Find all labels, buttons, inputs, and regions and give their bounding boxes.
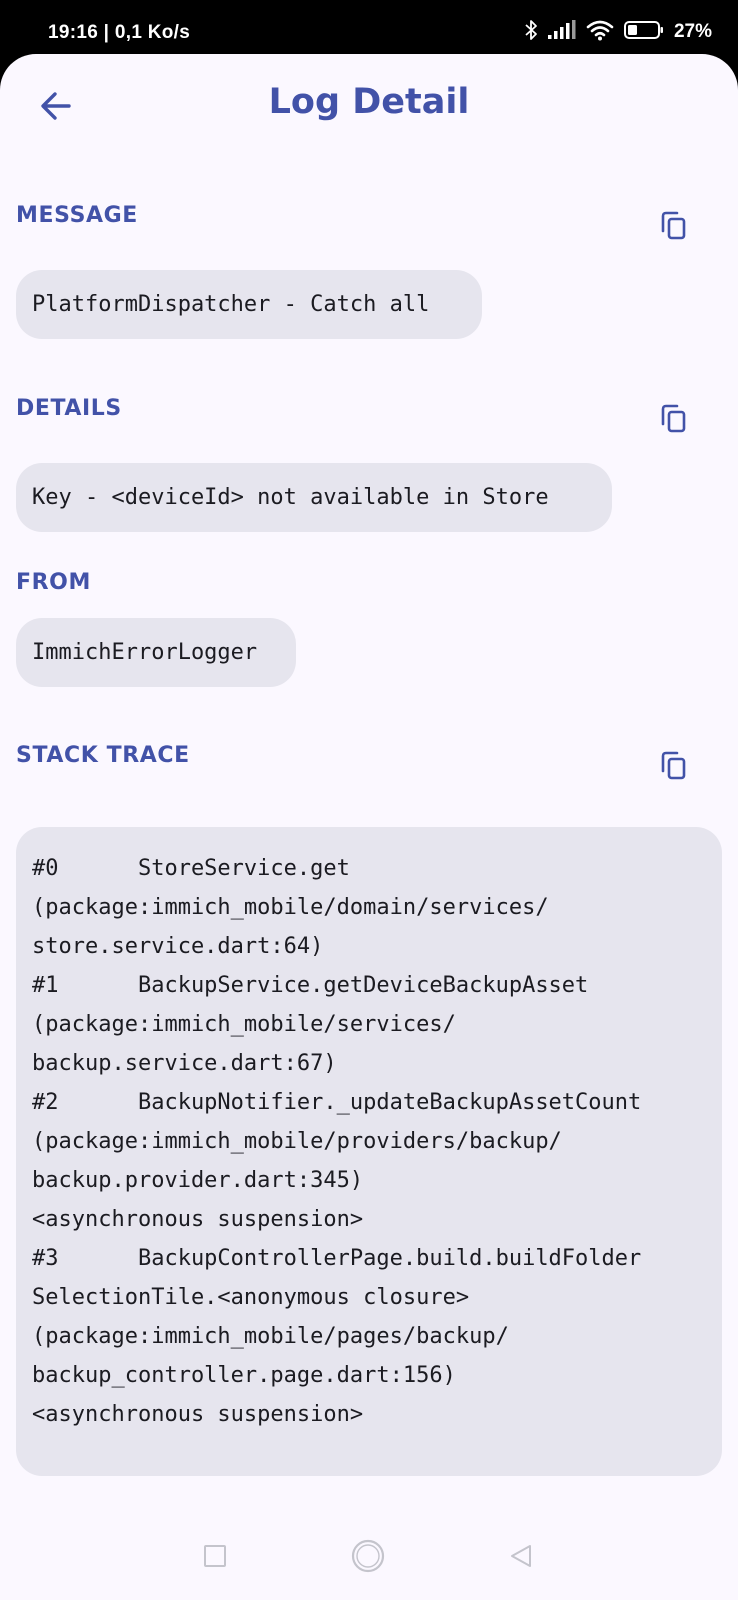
system-nav-bar [0, 1536, 738, 1600]
home-circle-icon [350, 1538, 386, 1578]
stack-line: <asynchronous suspension> [32, 1207, 364, 1232]
copy-stack-trace-button[interactable] [650, 744, 698, 792]
stack-line: #3 BackupControllerPage.build.buildFolde… [32, 1246, 642, 1271]
back-nav-button[interactable] [499, 1536, 543, 1580]
status-icons: 27% [524, 19, 712, 45]
arrow-back-icon [38, 88, 74, 128]
stack-line: store.service.dart:64) [32, 934, 324, 959]
copy-icon [660, 751, 688, 785]
details-heading: DETAILS [16, 396, 122, 421]
details-value: Key - <deviceId> not available in Store [16, 463, 612, 532]
stack-line: backup.provider.dart:345) [32, 1168, 364, 1193]
page-title: Log Detail [268, 82, 470, 122]
signal-icon [547, 20, 576, 44]
stack-line: (package:immich_mobile/domain/services/ [32, 895, 549, 920]
recents-square-icon [203, 1544, 227, 1572]
stack-trace-value: #0 StoreService.get (package:immich_mobi… [16, 827, 722, 1476]
stack-line: <asynchronous suspension> [32, 1402, 364, 1427]
stack-line: (package:immich_mobile/services/ [32, 1012, 456, 1037]
copy-icon [660, 211, 688, 245]
stack-line: (package:immich_mobile/pages/backup/ [32, 1324, 509, 1349]
status-bar: 19:16 | 0,1 Ko/s [0, 0, 738, 58]
battery-icon [623, 20, 664, 44]
recents-button[interactable] [193, 1536, 237, 1580]
app-screen: Log Detail MESSAGE PlatformDispatcher - … [0, 54, 738, 1600]
stack-line: backup.service.dart:67) [32, 1051, 337, 1076]
from-heading: FROM [16, 570, 91, 595]
stack-line: #1 BackupService.getDeviceBackupAsset [32, 973, 589, 998]
stack-trace-heading: STACK TRACE [16, 743, 190, 768]
app-bar: Log Detail [0, 54, 738, 158]
message-value: PlatformDispatcher - Catch all [16, 270, 482, 339]
bluetooth-icon [524, 19, 538, 45]
back-triangle-icon [508, 1543, 534, 1573]
message-heading: MESSAGE [16, 203, 138, 228]
stack-line: #0 StoreService.get [32, 856, 350, 881]
stack-line: (package:immich_mobile/providers/backup/ [32, 1129, 562, 1154]
copy-details-button[interactable] [650, 397, 698, 445]
status-time: 19:16 | 0,1 Ko/s [48, 22, 191, 43]
home-button[interactable] [346, 1536, 390, 1580]
battery-level: 27% [673, 21, 712, 42]
stack-line: backup_controller.page.dart:156) [32, 1363, 456, 1388]
back-button[interactable] [32, 84, 80, 132]
wifi-icon [586, 19, 614, 45]
copy-icon [660, 404, 688, 438]
copy-message-button[interactable] [650, 204, 698, 252]
stack-line: SelectionTile.<anonymous closure> [32, 1285, 470, 1310]
stack-line: #2 BackupNotifier._updateBackupAssetCoun… [32, 1090, 642, 1115]
from-value: ImmichErrorLogger [16, 618, 296, 687]
